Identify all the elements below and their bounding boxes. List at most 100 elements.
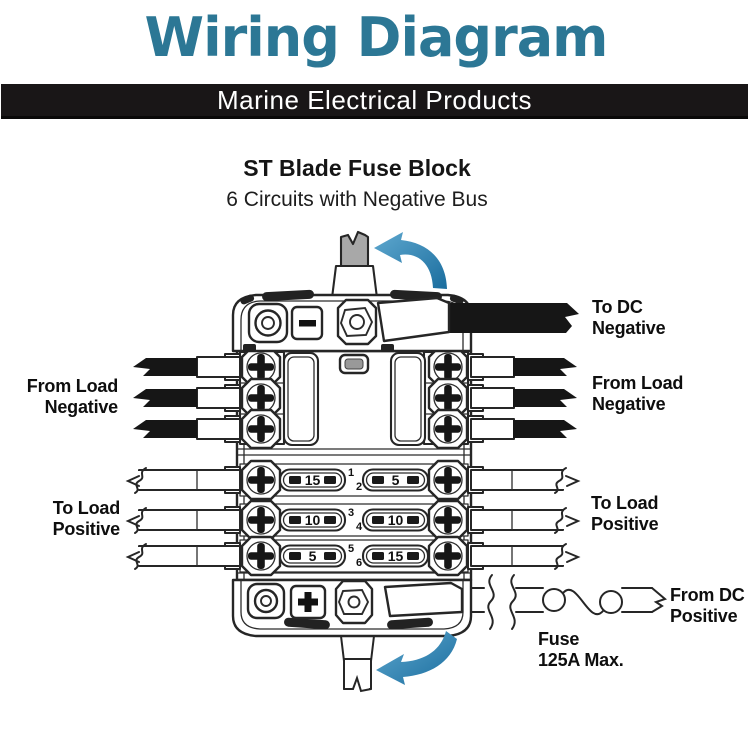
label-to-load-positive-left: To Load <box>53 498 120 518</box>
mount-clip <box>240 294 255 305</box>
product-subtitle: 6 Circuits with Negative Bus <box>226 188 488 211</box>
load-positive-wires-right <box>470 467 581 570</box>
circuit-number: 1 <box>348 467 354 479</box>
label-to-load-positive-right: To Load <box>591 493 658 513</box>
screw-cross-icon <box>240 535 282 577</box>
fuse-amps: 5 <box>309 548 317 564</box>
stud-terminal-bottom <box>334 579 374 625</box>
circuit-number: 5 <box>348 543 354 555</box>
fuse-symbol-icon <box>542 588 566 612</box>
bottom-positive-wire <box>340 635 375 693</box>
curved-arrow-icon <box>374 232 447 289</box>
bus-cover-left <box>282 351 320 447</box>
load-positive-wires-left <box>125 467 241 570</box>
break-squiggle-icon <box>134 467 147 494</box>
mount-clip <box>243 344 256 352</box>
fuse-blade-icon <box>372 476 384 484</box>
plus-icon <box>298 592 318 612</box>
fuse-blade-icon <box>407 552 419 560</box>
minus-icon <box>299 320 316 327</box>
fuses: 15 5 10 10 <box>278 467 430 569</box>
dc-negative-wire <box>449 303 579 333</box>
screw-cross-icon <box>427 459 469 501</box>
top-negative-wire <box>330 230 379 300</box>
mount-clip <box>262 289 314 302</box>
fuse-6: 15 <box>361 544 430 568</box>
label-to-load-positive-right: Positive <box>591 514 659 534</box>
fuse-4: 10 <box>361 508 430 532</box>
fuse-blade-icon <box>372 516 384 524</box>
fuse-blade-icon <box>407 476 419 484</box>
positive-wire <box>125 543 241 570</box>
mount-clip <box>449 294 464 305</box>
load-negative-wires-left <box>133 356 241 440</box>
negative-wire <box>513 420 577 438</box>
load-negative-wires-right <box>470 356 577 440</box>
label-from-load-negative-right: From Load <box>592 373 683 393</box>
ground-terminal-bottom <box>246 582 286 620</box>
stud-terminal-top <box>336 298 378 346</box>
negative-wire <box>133 389 197 407</box>
positive-wire <box>470 467 581 494</box>
circuit-number: 3 <box>348 507 354 519</box>
break-squiggle-icon <box>509 574 517 630</box>
break-squiggle-icon <box>554 507 567 534</box>
wire-connector <box>383 581 464 618</box>
fuse-amps: 15 <box>305 472 321 488</box>
wire-break-notch <box>339 230 370 268</box>
mount-clip <box>387 617 433 630</box>
fuse-blade-icon <box>289 476 301 484</box>
fuse-1: 15 <box>278 468 347 492</box>
break-squiggle-icon <box>134 507 147 534</box>
negative-wire <box>133 358 197 376</box>
screw-cross-icon <box>427 535 469 577</box>
screw-terminals <box>240 346 469 577</box>
fuse-amps: 10 <box>388 512 404 528</box>
screw-cross-icon <box>240 499 282 541</box>
screw-cross-icon <box>427 408 469 450</box>
circuit-number: 6 <box>356 557 362 569</box>
label-fuse-rating: Fuse <box>538 629 579 649</box>
curved-arrow-icon <box>376 631 457 685</box>
positive-wire <box>470 543 581 570</box>
ground-terminal-top <box>247 302 289 344</box>
fuse-2: 5 <box>361 468 430 492</box>
fuse-symbol-icon <box>599 590 623 614</box>
positive-terminal <box>289 584 327 620</box>
label-from-dc-positive: From DC <box>670 585 745 605</box>
label-from-load-negative-left: From Load <box>27 376 118 396</box>
screw-cross-icon <box>240 346 282 388</box>
wire-connector <box>376 296 451 343</box>
fuse-3: 10 <box>278 508 347 532</box>
label-from-dc-positive: Positive <box>670 606 738 626</box>
positive-wire <box>125 507 241 534</box>
fuse-blade-icon <box>324 476 336 484</box>
fuse-blade-icon <box>324 516 336 524</box>
screw-cross-icon <box>427 499 469 541</box>
label-from-load-negative-right: Negative <box>592 394 666 414</box>
product-name: ST Blade Fuse Block <box>243 155 471 181</box>
break-squiggle-icon <box>554 543 567 570</box>
fuse-blade-icon <box>407 516 419 524</box>
mount-clip <box>381 344 394 352</box>
break-squiggle-icon <box>134 543 147 570</box>
negative-wire <box>513 358 577 376</box>
break-squiggle-icon <box>487 574 495 630</box>
page-title: Wiring Diagram <box>144 6 609 69</box>
wire-tip <box>651 587 668 613</box>
negative-wire <box>133 420 197 438</box>
label-to-load-positive-left: Positive <box>53 519 121 539</box>
break-squiggle-icon <box>554 467 567 494</box>
negative-wire <box>513 389 577 407</box>
break-squiggle-icon <box>343 674 372 693</box>
bus-cover-right <box>389 351 427 447</box>
banner-text: Marine Electrical Products <box>217 84 532 115</box>
fuse-blade-icon <box>289 516 301 524</box>
fuse-5: 5 <box>278 544 347 568</box>
fuse-blade-icon <box>289 552 301 560</box>
led-window <box>338 353 370 375</box>
positive-wire <box>470 507 581 534</box>
mount-clip <box>284 617 330 630</box>
